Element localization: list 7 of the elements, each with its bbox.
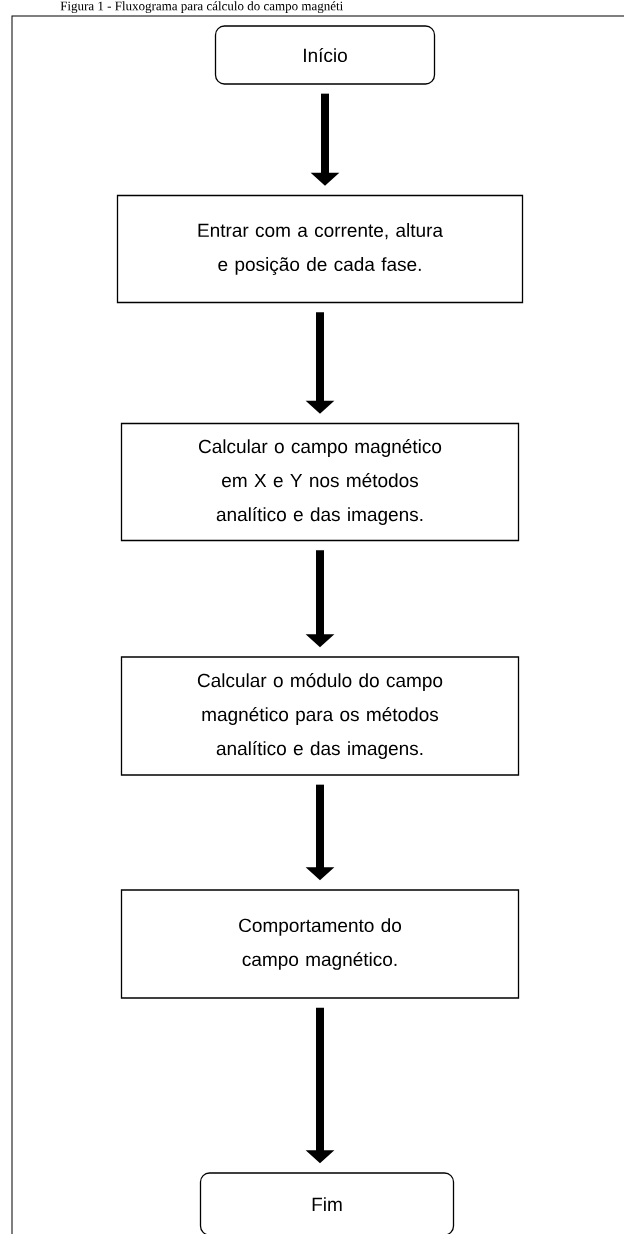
process-box: Calcular o campo magnético em X e Y nos métodos analítico e das imagens. (120, 422, 520, 542)
process-box: Calcular o módulo do campo magnético para os métodos analítico e das imagens. (120, 656, 520, 776)
terminal-box: Fim (199, 1172, 455, 1234)
process-box: Comportamento do campo magnético. (120, 889, 520, 999)
figure-title: Figura 1 - Fluxograma para cálculo do campo magnéti (60, 1, 343, 14)
terminal-box: Início (214, 25, 436, 85)
process-box: Entrar com a corrente, altura e posição de cada fase. (116, 194, 524, 304)
